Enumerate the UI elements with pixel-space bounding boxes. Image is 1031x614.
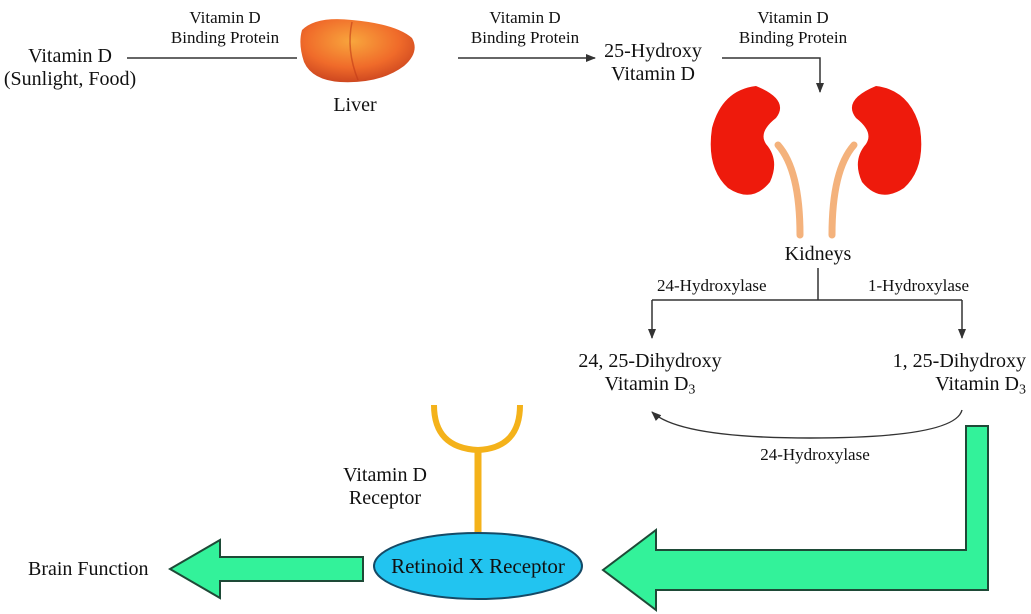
liver-label: Liver <box>333 94 377 116</box>
liver-icon <box>300 19 415 83</box>
vitamin-d-source-label: Vitamin D (Sunlight, Food) <box>0 45 140 91</box>
24-hydroxylase-left-label: 24-Hydroxylase <box>657 276 767 295</box>
25-hydroxy-vitamin-d-label: 25-Hydroxy Vitamin D <box>604 40 702 85</box>
brain-function-label: Brain Function <box>28 558 149 580</box>
retinoid-x-receptor-label: Retinoid X Receptor <box>391 554 565 578</box>
binding-protein-label-3: Vitamin D Binding Protein <box>738 8 848 47</box>
vitamin-d-receptor-icon <box>431 404 523 536</box>
1-hydroxylase-label: 1-Hydroxylase <box>868 276 970 295</box>
binding-protein-label-2: Vitamin D Binding Protein <box>470 8 580 47</box>
1-25-dihydroxy-vitamin-d3-label: 1, 25-Dihydroxy Vitamin D3 <box>892 350 1026 398</box>
24-hydroxylase-bottom-label: 24-Hydroxylase <box>760 445 870 464</box>
green-arrow-to-brain-function <box>168 538 364 600</box>
green-arrow-to-rxr <box>601 425 989 613</box>
24-25-dihydroxy-vitamin-d3-label: 24, 25-Dihydroxy Vitamin D3 <box>578 350 722 398</box>
kidneys-icon <box>710 86 922 239</box>
hydroxy-to-kidneys-arrow <box>722 57 824 93</box>
binding-protein-label-1: Vitamin D Binding Protein <box>170 8 280 47</box>
vitamin-d-receptor-label: Vitamin D Receptor <box>343 464 427 509</box>
conversion-curve-arrow <box>651 409 963 439</box>
source-line1: Vitamin D <box>28 45 112 67</box>
source-line2: (Sunlight, Food) <box>3 68 137 90</box>
retinoid-x-receptor-ellipse <box>373 532 583 600</box>
kidneys-label: Kidneys <box>784 243 852 265</box>
